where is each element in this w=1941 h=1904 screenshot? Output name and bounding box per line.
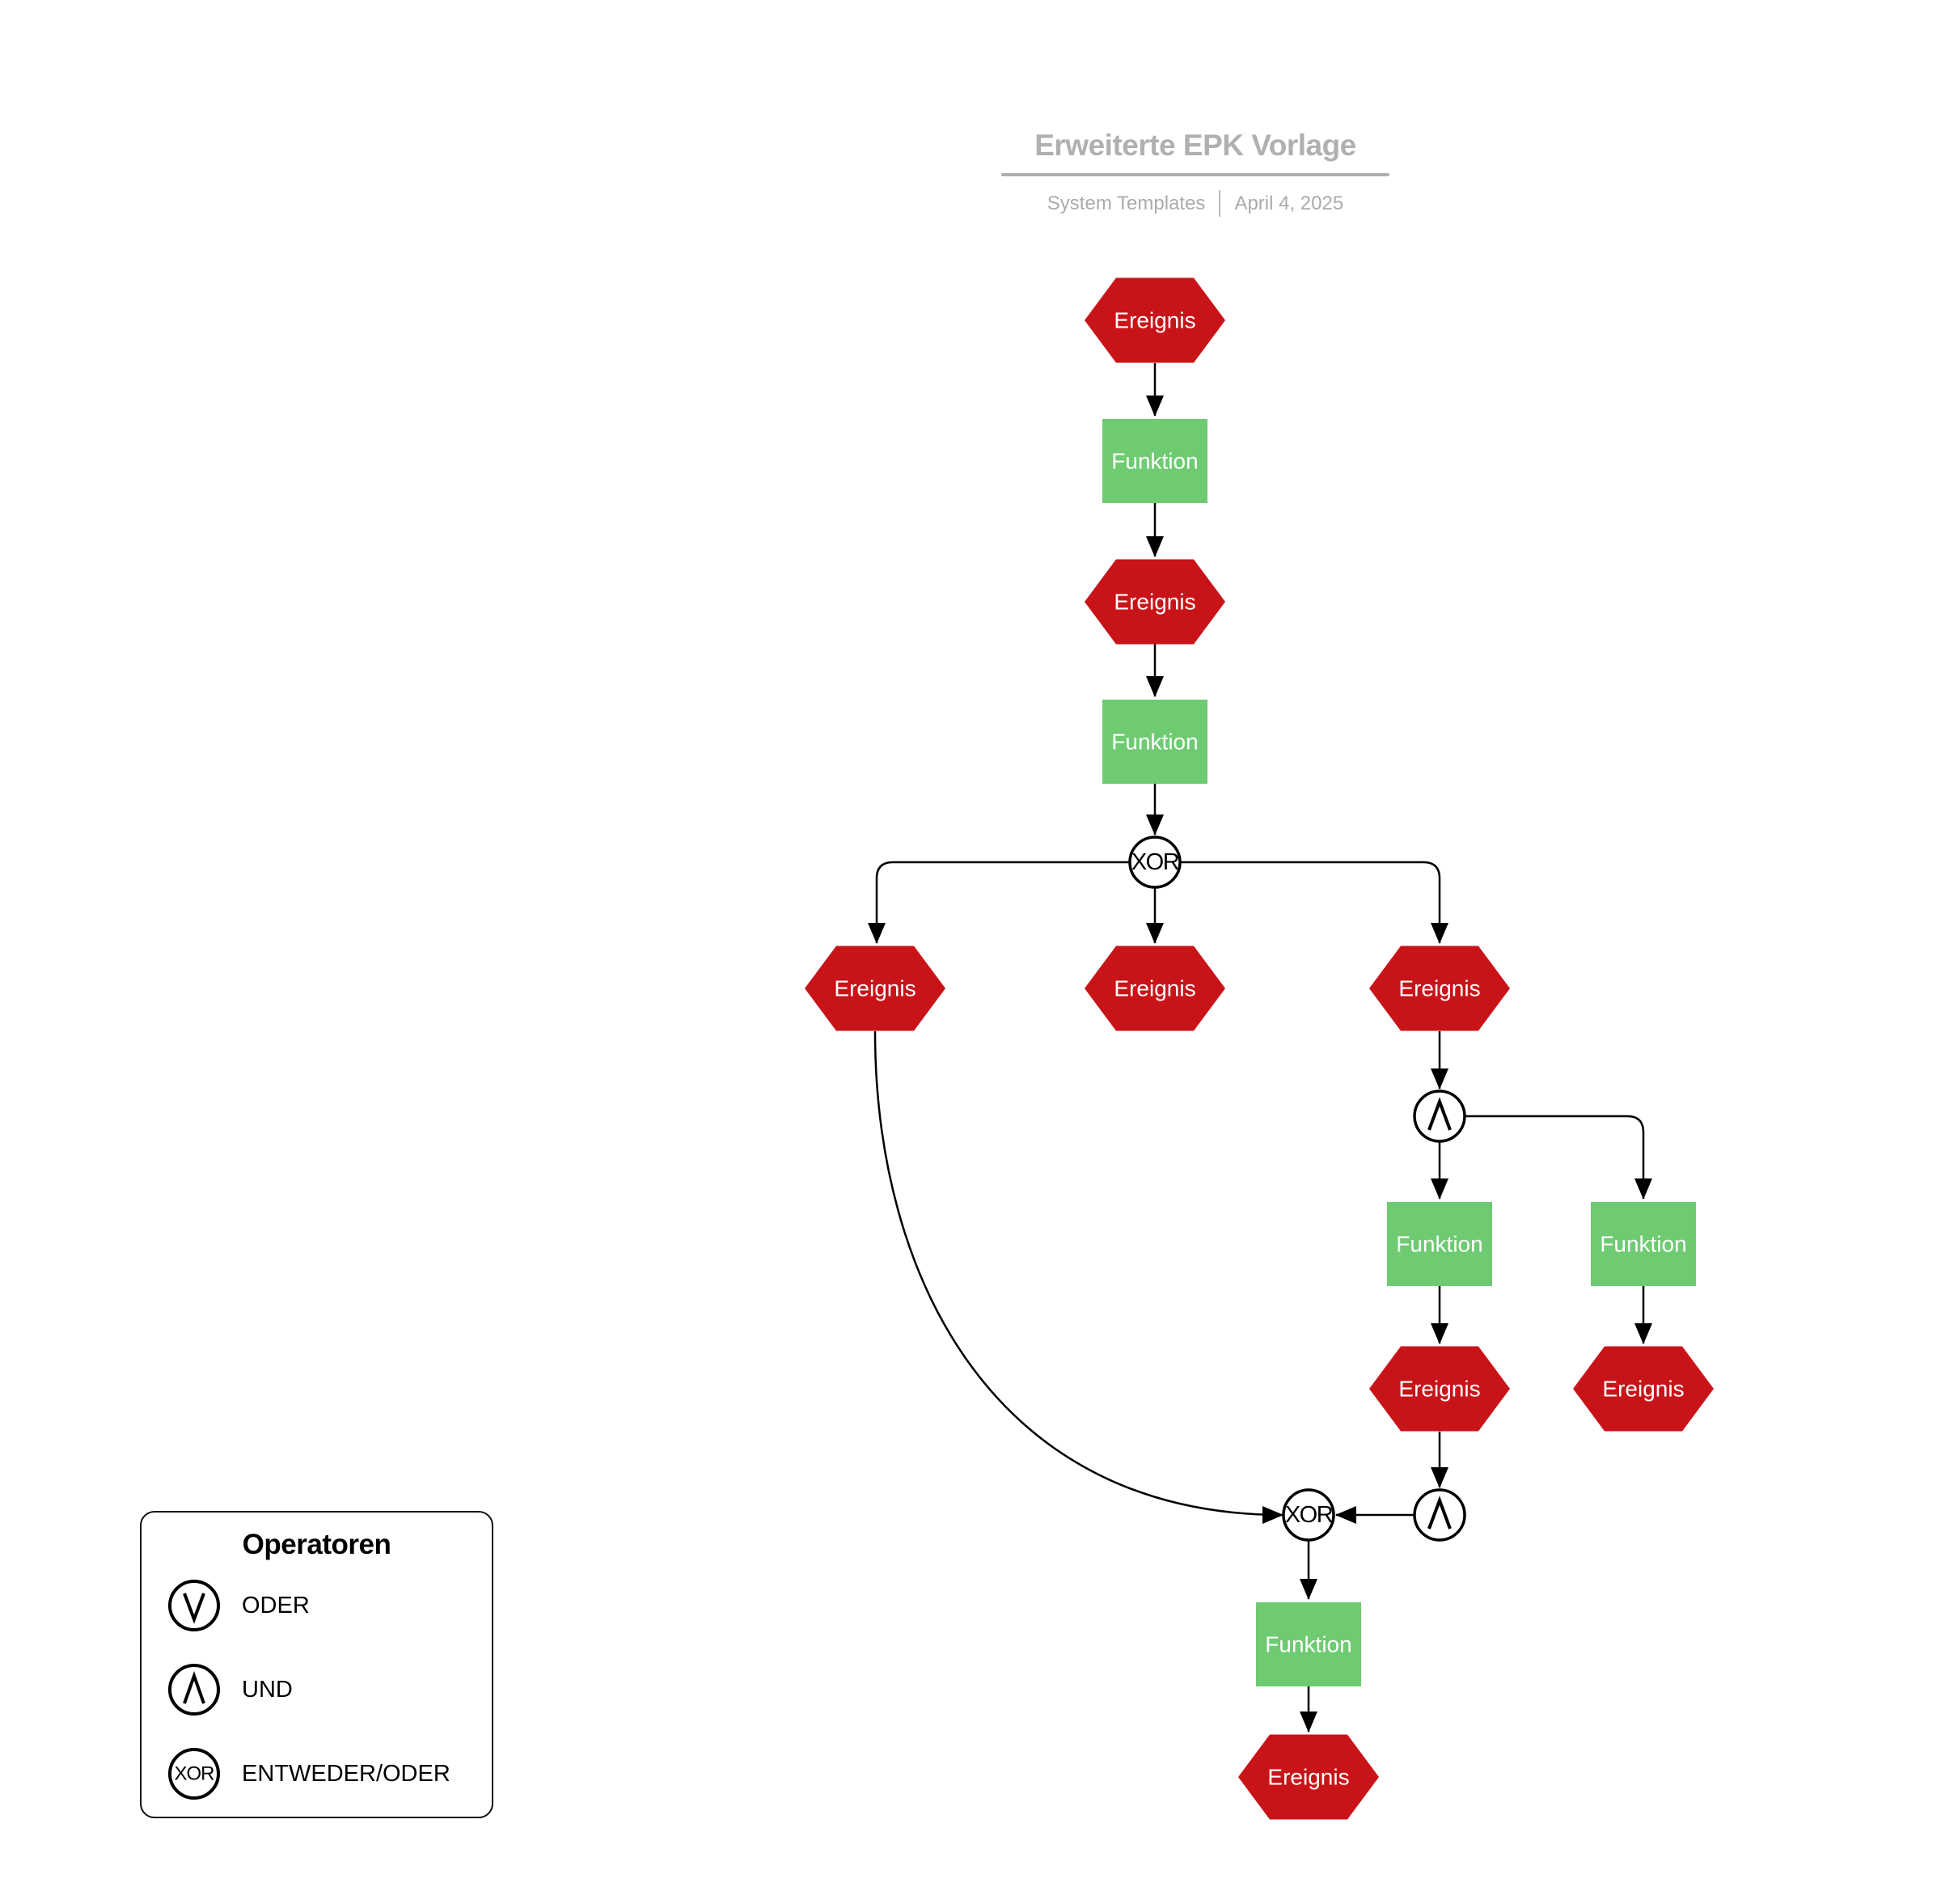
node-ereignis-2: Ereignis (1085, 559, 1225, 645)
node-und-1 (1413, 1090, 1466, 1143)
node-label: Funktion (1600, 1232, 1686, 1257)
node-und-2 (1413, 1488, 1466, 1542)
subtitle-divider (1219, 190, 1221, 218)
node-ereignis-1: Ereignis (1085, 277, 1225, 363)
svg-text:XOR: XOR (174, 1763, 214, 1785)
node-label: Ereignis (1398, 976, 1480, 1001)
node-label: Ereignis (1114, 590, 1195, 615)
node-label: Ereignis (1114, 976, 1195, 1001)
legend-title: Operatoren (242, 1529, 391, 1560)
subtitle-date: April 4, 2025 (1234, 192, 1344, 214)
node-label: Ereignis (1602, 1377, 1684, 1402)
subtitle: System Templates April 4, 2025 (1001, 190, 1389, 218)
legend-label: ENTWEDER/ODER (242, 1760, 450, 1787)
node-label: Ereignis (1114, 308, 1195, 333)
node-xor-2: XOR (1282, 1488, 1335, 1542)
node-ereignis-6: Ereignis (1369, 1346, 1510, 1432)
subtitle-source: System Templates (1047, 192, 1206, 214)
operator-label: XOR (1131, 849, 1179, 875)
or-operator-icon (168, 1580, 220, 1631)
legend-item-oder: ODER (167, 1579, 492, 1632)
edge-und1-funktion4 (1465, 1115, 1652, 1200)
edge-ereignis3-xor2 (873, 1030, 1283, 1524)
node-funktion-1: Funktion (1102, 419, 1207, 503)
node-ereignis-7: Ereignis (1573, 1346, 1714, 1432)
legend-label: UND (242, 1676, 293, 1703)
xor-operator-icon: XOR (168, 1748, 220, 1800)
node-label: Ereignis (1398, 1377, 1480, 1402)
legend-label: ODER (242, 1592, 310, 1618)
diagram-header: Erweiterte EPK Vorlage System Templates … (1001, 128, 1389, 218)
node-label: Funktion (1396, 1232, 1482, 1257)
node-ereignis-8: Ereignis (1238, 1734, 1379, 1820)
node-label: Funktion (1265, 1632, 1351, 1657)
und-symbol (1427, 1097, 1452, 1131)
edge-xor1-ereignis5 (1180, 861, 1448, 944)
node-label: Funktion (1111, 730, 1198, 755)
und-symbol (1427, 1496, 1452, 1530)
title-underline (1001, 173, 1389, 177)
und-operator-icon (168, 1664, 220, 1716)
node-ereignis-5: Ereignis (1369, 946, 1510, 1031)
legend-item-entweder-oder: XOR ENTWEDER/ODER (167, 1747, 492, 1800)
node-ereignis-3: Ereignis (805, 946, 945, 1031)
node-label: Ereignis (1267, 1765, 1349, 1790)
node-ereignis-4: Ereignis (1085, 946, 1225, 1031)
node-funktion-2: Funktion (1102, 700, 1207, 784)
node-xor-1: XOR (1128, 836, 1182, 889)
operator-label: XOR (1285, 1502, 1333, 1528)
node-funktion-5: Funktion (1256, 1602, 1361, 1686)
page-title: Erweiterte EPK Vorlage (1034, 129, 1356, 162)
edge-xor1-ereignis3 (868, 861, 1130, 944)
legend-rows: ODER UND XOR ENTWEDER/ODER (167, 1579, 492, 1800)
node-funktion-3: Funktion (1387, 1202, 1492, 1286)
legend-operatoren: Operatoren ODER UND XOR (140, 1511, 493, 1818)
legend-item-und: UND (167, 1663, 492, 1716)
node-funktion-4: Funktion (1591, 1202, 1696, 1286)
node-label: Funktion (1111, 449, 1198, 474)
node-label: Ereignis (834, 976, 916, 1001)
